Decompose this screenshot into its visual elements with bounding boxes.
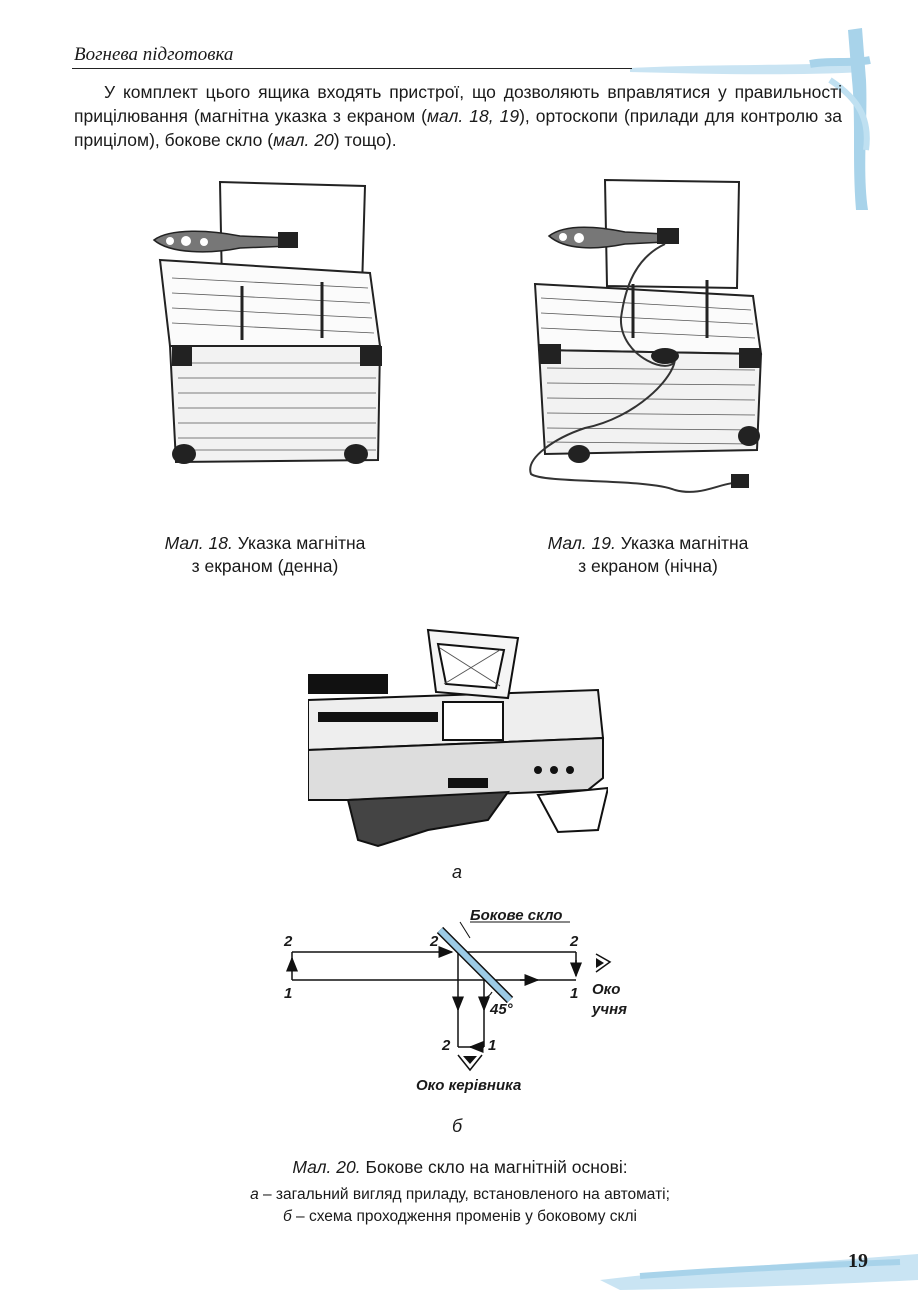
glass-label: Бокове скло bbox=[470, 907, 562, 924]
intro-paragraph: У комплект цього ящика входять пристрої,… bbox=[74, 82, 842, 150]
figure-20a-illustration bbox=[308, 628, 608, 848]
label-1-right: 1 bbox=[570, 985, 578, 1002]
figure-20-number: Мал. 20. bbox=[292, 1157, 361, 1177]
figure-20-legend-a: а – загальний вигляд приладу, встановлен… bbox=[250, 1186, 670, 1203]
figure-20-legend-b: б – схема проходження променів у боковом… bbox=[283, 1208, 637, 1225]
header-rule bbox=[72, 68, 632, 69]
figure-19-number: Мал. 19. bbox=[547, 533, 616, 553]
figure-18-number: Мал. 18. bbox=[164, 533, 233, 553]
label-2-center: 2 bbox=[429, 933, 439, 950]
student-eye-label-2: учня bbox=[591, 1001, 627, 1018]
leader-eye-icon bbox=[457, 1054, 483, 1072]
leader-eye-label: Око керівника bbox=[416, 1077, 521, 1094]
label-1-bottom: 1 bbox=[488, 1037, 496, 1054]
decorative-sword-banner bbox=[630, 28, 871, 210]
label-1-left: 1 bbox=[284, 985, 292, 1002]
label-2-right: 2 bbox=[569, 933, 579, 950]
header-title: Вогнева підготовка bbox=[74, 44, 234, 65]
figure-18-illustration bbox=[152, 180, 382, 464]
label-2-left: 2 bbox=[283, 933, 293, 950]
student-eye-icon bbox=[595, 953, 612, 973]
figure-ref: мал. 20 bbox=[273, 130, 334, 150]
figure-ref: мал. 18, 19 bbox=[427, 106, 520, 126]
figure-20a-label: а bbox=[452, 862, 463, 882]
page-number: 19 bbox=[848, 1250, 868, 1272]
figure-19-illustration bbox=[529, 178, 763, 493]
figure-20b-label: б bbox=[452, 1116, 463, 1136]
figure-20-caption: Мал. 20. Бокове скло на магнітній основі… bbox=[292, 1157, 628, 1177]
figure-20b-diagram: Бокове скло 2 1 2 2 1 45° 2 1 Око учня О… bbox=[283, 907, 627, 1094]
label-2-bottom: 2 bbox=[441, 1037, 451, 1054]
student-eye-label-1: Око bbox=[592, 981, 620, 998]
decorative-footer-brush bbox=[600, 1254, 918, 1290]
angle-label: 45° bbox=[489, 1001, 514, 1018]
